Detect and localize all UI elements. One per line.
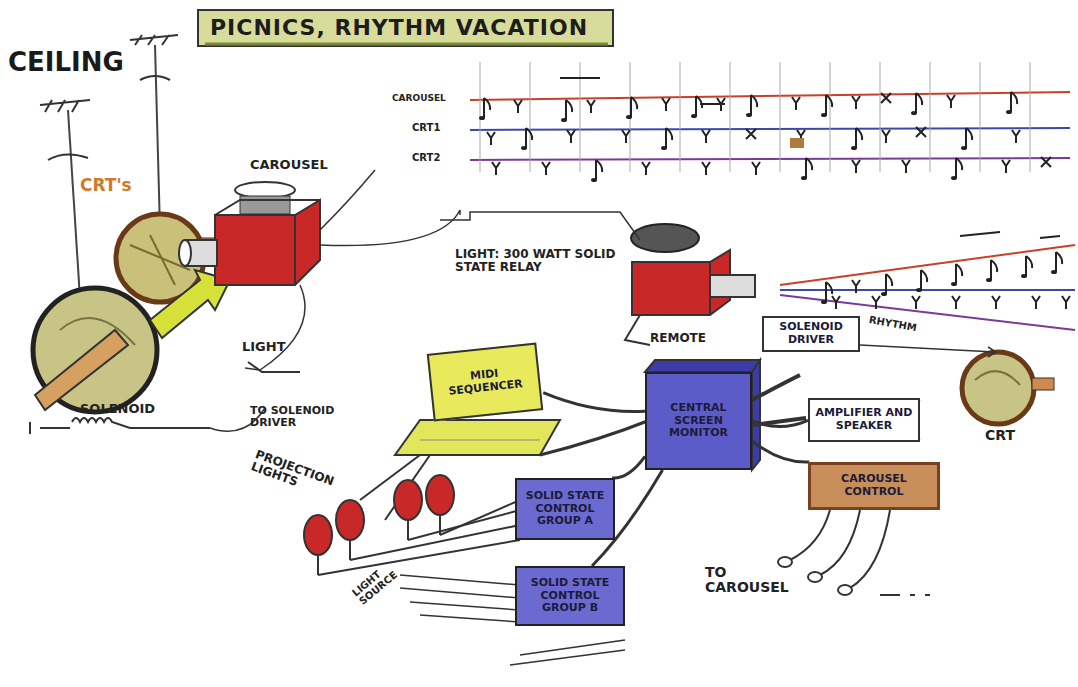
equipment-box: SOLID STATE CONTROL GROUP A [515, 478, 615, 540]
sketch-label: REMOTE [650, 332, 730, 345]
box-label: AMPLIFIER AND SPEAKER [813, 407, 915, 432]
sketch-label: LIGHT: 300 WATT SOLID STATE RELAY [455, 248, 625, 274]
cable-connector [612, 456, 645, 478]
sketch-label: RHYTHM [868, 314, 968, 342]
sketch-label: SOLENOID [80, 402, 180, 416]
equipment-box: CENTRAL SCREEN MONITOR [645, 372, 752, 470]
sketch-label: CAROUSEL [392, 94, 462, 104]
sketch-label: CRT's [80, 176, 160, 195]
sketch-label: LIGHT [242, 340, 302, 354]
box-label: MIDI SEQUENCER [434, 364, 536, 400]
equipment-box: SOLENOID DRIVER [762, 316, 860, 352]
cable-connector [543, 393, 645, 412]
sketch-title: PICNICS, RHYTHM VACATION [210, 15, 588, 40]
equipment-box: MIDI SEQUENCER [427, 342, 544, 421]
box-label: SOLENOID DRIVER [767, 321, 855, 346]
box-label: CAROUSEL CONTROL [814, 473, 934, 498]
cable-connector [752, 420, 808, 426]
equipment-box: CAROUSEL CONTROL [808, 462, 940, 510]
sketch-label: TO SOLENOID DRIVER [250, 405, 350, 429]
box-label: SOLID STATE CONTROL GROUP B [520, 577, 620, 615]
sketch-label: CRT1 [412, 122, 462, 133]
sketch-label: TO CAROUSEL [705, 565, 815, 596]
sketch-label: CAROUSEL [250, 158, 350, 172]
box-label: SOLID STATE CONTROL GROUP A [520, 490, 610, 528]
cable-connector [752, 441, 809, 462]
box-label: CENTRAL SCREEN MONITOR [650, 402, 747, 440]
sketch-label: CEILING [8, 48, 158, 77]
equipment-box: SOLID STATE CONTROL GROUP B [515, 566, 625, 626]
sketch-label: CRT [985, 428, 1035, 443]
equipment-box: AMPLIFIER AND SPEAKER [808, 398, 920, 442]
sketch-label: CRT2 [412, 152, 462, 163]
sketch-label: PROJECTION LIGHTS [249, 448, 371, 514]
